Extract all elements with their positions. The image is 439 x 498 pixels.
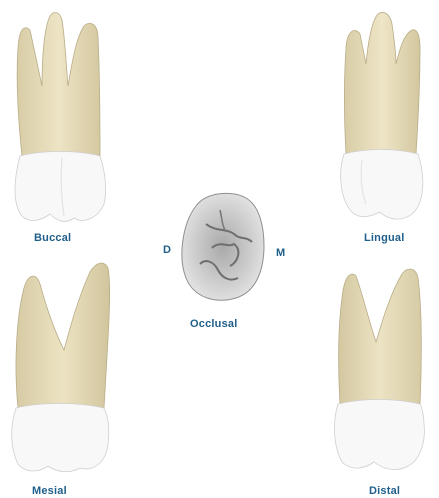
lingual-label: Lingual — [364, 232, 405, 244]
distal-view-tooth — [328, 258, 432, 482]
occlusal-view-tooth — [176, 188, 272, 306]
occlusal-label: Occlusal — [190, 318, 237, 330]
distal-crown — [335, 400, 425, 470]
lingual-view-tooth — [332, 8, 432, 230]
occlusal-mesial-marker: M — [276, 247, 285, 259]
buccal-label: Buccal — [34, 232, 71, 244]
mesial-root — [16, 263, 110, 408]
occlusal-surface — [182, 193, 264, 300]
occlusal-distal-marker: D — [163, 244, 171, 256]
lingual-root — [345, 12, 421, 154]
buccal-crown — [15, 152, 106, 222]
mesial-view-tooth — [8, 258, 122, 482]
distal-root — [339, 269, 422, 404]
buccal-root — [17, 13, 100, 156]
mesial-label: Mesial — [32, 485, 67, 497]
mesial-crown — [12, 404, 109, 472]
lingual-crown — [341, 150, 423, 220]
distal-label: Distal — [369, 485, 400, 497]
buccal-view-tooth — [8, 8, 118, 230]
